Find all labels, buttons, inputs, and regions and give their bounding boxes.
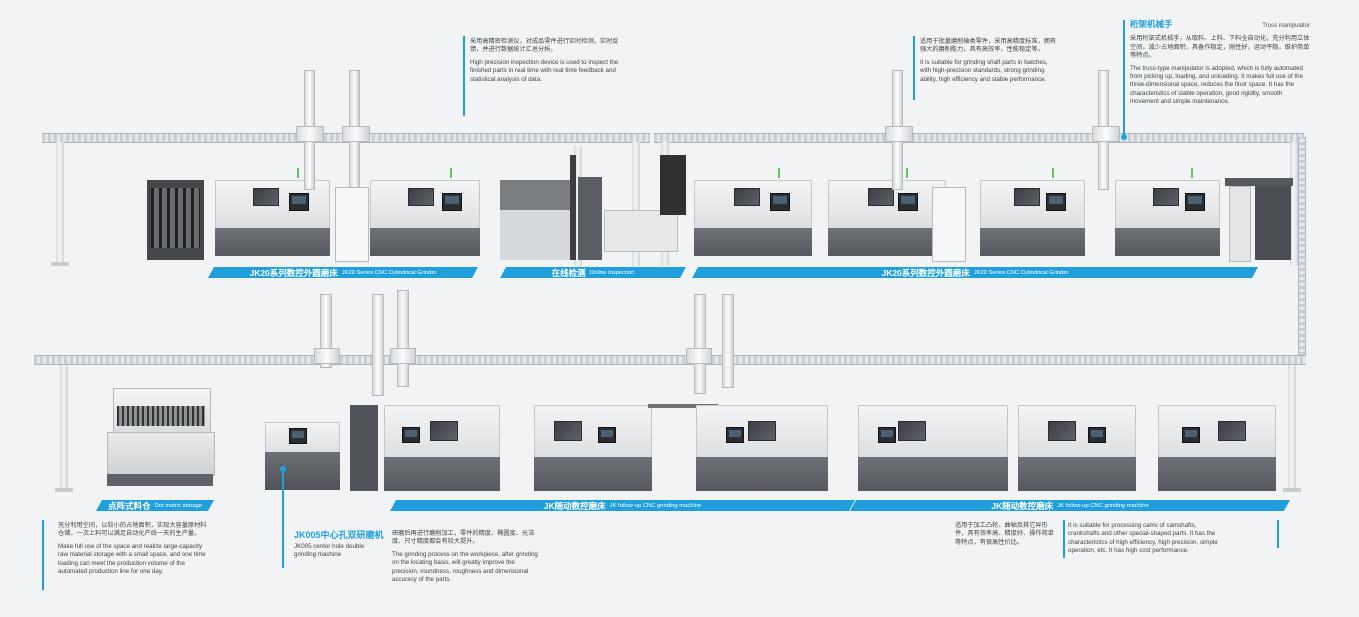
banner-en: JK20 Series CNC Cylindrical Grinder	[973, 269, 1069, 276]
rail-support-foot	[51, 262, 69, 266]
banner-en: JK follow-up CNC grinding machine	[1057, 502, 1149, 509]
jk20-grinder-4	[828, 168, 946, 256]
callout-jk005-title: JK005中心孔双研磨机 JK005 center hole double gr…	[294, 530, 384, 559]
callout-dot	[280, 466, 286, 472]
jk-follow-up-grinder-4	[858, 405, 1008, 491]
callout-line	[42, 520, 44, 590]
banner-dot-matrix-storage: 点阵式料仓 Dot matrix storage	[96, 500, 214, 511]
callout-line	[913, 36, 915, 100]
jk20-grinder-6	[1115, 168, 1220, 256]
dot-matrix-storage-unit	[105, 388, 215, 490]
rail-support-leg	[632, 142, 640, 266]
banner-zh: JK20系列数控外圆磨床	[249, 267, 338, 278]
rail-support-leg	[60, 365, 68, 490]
rail-support-foot	[55, 488, 73, 492]
callout-truss: 桁架机械手 Truss manipulator 采用桁架式机械手，从取料、上料、…	[1130, 20, 1310, 111]
callout-jk005: 研磨后再进行磨削加工，零件的精度、椭圆度、光洁度、尺寸精度都会有较大提升。 Th…	[392, 530, 542, 588]
callout-cam-zh: 适用于加工凸轮、曲轴及其它异形件，具有效率高、精度好、操作简单等特点，有很高性价…	[955, 522, 1055, 551]
jk20-grinder-2	[370, 168, 480, 256]
truss-title-zh: 桁架机械手	[1130, 19, 1173, 29]
callout-line	[1277, 520, 1279, 548]
rail-support-leg	[56, 142, 64, 264]
callout-zh: 采用桁架式机械手，从取料、上料、下料全自动化，充分利用立体空间，减少占地面积，具…	[1130, 35, 1310, 60]
banner-zh: 在线检测	[551, 267, 586, 278]
top-gantry-rail-right	[654, 133, 1304, 143]
callout-en: Make full use of the space and realize l…	[58, 542, 206, 576]
jk005-title-zh: JK005中心孔双研磨机	[294, 530, 384, 540]
rail-support-foot	[1283, 488, 1301, 492]
transfer-unit	[1225, 170, 1293, 262]
callout-line	[1063, 520, 1065, 558]
gantry-arm	[397, 290, 409, 387]
banner-en: Dot matrix storage	[154, 502, 202, 509]
jk005-center-hole-grinder-unit	[265, 422, 340, 490]
callout-line	[463, 36, 465, 116]
banner-en: JK follow-up CNC grinding machine	[609, 502, 702, 509]
rail-support-leg	[1290, 142, 1298, 266]
gantry-carriage	[390, 348, 416, 364]
banner-zh: JK随动数控磨床	[991, 500, 1054, 511]
callout-line	[1123, 20, 1125, 136]
gantry-carriage	[686, 348, 712, 364]
banner-en: JK20 Series CNC Cylindrical Grinder	[341, 269, 437, 276]
callout-cam-en: It is suitable for processing cams of ca…	[1068, 522, 1218, 560]
transfer-conveyor	[648, 404, 718, 408]
rail-support-leg	[1288, 365, 1296, 490]
callout-en: It is suitable for grinding shaft parts …	[920, 58, 1048, 83]
callout-zh: 采用高精密检测仪，对成品零件进行实时检测，实时反馈，并进行数据统计汇总分析。	[470, 38, 619, 54]
jk-follow-up-grinder-6	[1158, 405, 1276, 491]
banner-online-inspection: 在线检测 Online Inspection	[500, 267, 686, 278]
gantry-lift	[335, 187, 369, 262]
callout-en: The grinding process on the workpiece, a…	[392, 550, 538, 584]
truss-title-en: Truss manipulator	[1262, 23, 1310, 29]
callout-dot	[1121, 134, 1127, 140]
jk20-grinder-1	[215, 168, 330, 256]
gantry-arm	[694, 294, 706, 394]
jk-follow-up-grinder-5	[1018, 405, 1136, 491]
callout-line	[282, 468, 284, 568]
banner-jk20-left: JK20系列数控外圆磨床 JK20 Series CNC Cylindrical…	[208, 267, 478, 278]
jk20-grinder-3	[694, 168, 812, 256]
jk20-grinder-5	[980, 168, 1085, 256]
gantry-carriage	[296, 126, 324, 142]
callout-zh: 研磨后再进行磨削加工，零件的精度、椭圆度、光洁度、尺寸精度都会有较大提升。	[392, 530, 535, 546]
banner-en: Online Inspection	[589, 269, 635, 276]
online-inspection-station	[500, 155, 690, 260]
banner-zh: 点阵式料仓	[108, 500, 151, 511]
callout-en: The truss-type manipulator is adopted, w…	[1130, 64, 1304, 106]
callout-shaft: 适用于批量磨削轴类零件，采用高精度标准，拥有强大的磨削能力，具有高效率，性能稳定…	[920, 38, 1060, 88]
callout-storage: 充分利用空间，以较小的占地面积，实现大容量原材料仓储，一次上料可以满足自动化产线…	[58, 522, 208, 580]
callout-en: It is suitable for processing cams of ca…	[1068, 522, 1218, 555]
bottom-gantry-rail	[34, 355, 1306, 365]
gantry-arm	[722, 294, 734, 388]
gantry-carriage	[342, 126, 370, 142]
callout-en: High precision inspection device is used…	[470, 58, 619, 83]
callout-zh: 适用于加工凸轮、曲轴及其它异形件，具有效率高、精度好、操作简单等特点，有很高性价…	[955, 522, 1054, 546]
callout-zh: 适用于批量磨削轴类零件，采用高精度标准，拥有强大的磨削能力，具有高效率，性能稳定…	[920, 38, 1057, 54]
loading-rack	[147, 180, 204, 260]
gantry-carriage	[314, 348, 340, 364]
loop-rail-vertical	[1298, 137, 1306, 361]
jk-follow-up-grinder-3	[696, 405, 828, 491]
banner-zh: JK20系列数控外圆磨床	[881, 267, 970, 278]
banner-follow-up-right: JK随动数控磨床 JK follow-up CNC grinding machi…	[850, 500, 1290, 511]
gantry-lift	[932, 187, 966, 262]
jk-follow-up-grinder-1	[350, 405, 500, 491]
jk-follow-up-grinder-2	[534, 405, 652, 491]
banner-follow-up-left: JK随动数控磨床 JK follow-up CNC grinding machi…	[390, 500, 855, 511]
gantry-carriage	[1092, 126, 1120, 142]
banner-zh: JK随动数控磨床	[543, 500, 606, 511]
banner-jk20-right: JK20系列数控外圆磨床 JK20 Series CNC Cylindrical…	[692, 267, 1258, 278]
gantry-arm	[372, 294, 384, 396]
callout-inspection: 采用高精密检测仪，对成品零件进行实时检测，实时反馈，并进行数据统计汇总分析。 H…	[470, 38, 625, 88]
callout-zh: 充分利用空间，以较小的占地面积，实现大容量原材料仓储，一次上料可以满足自动化产线…	[58, 522, 207, 538]
jk005-title-en: JK005 center hole double grinding machin…	[294, 543, 365, 558]
gantry-carriage	[885, 126, 913, 142]
